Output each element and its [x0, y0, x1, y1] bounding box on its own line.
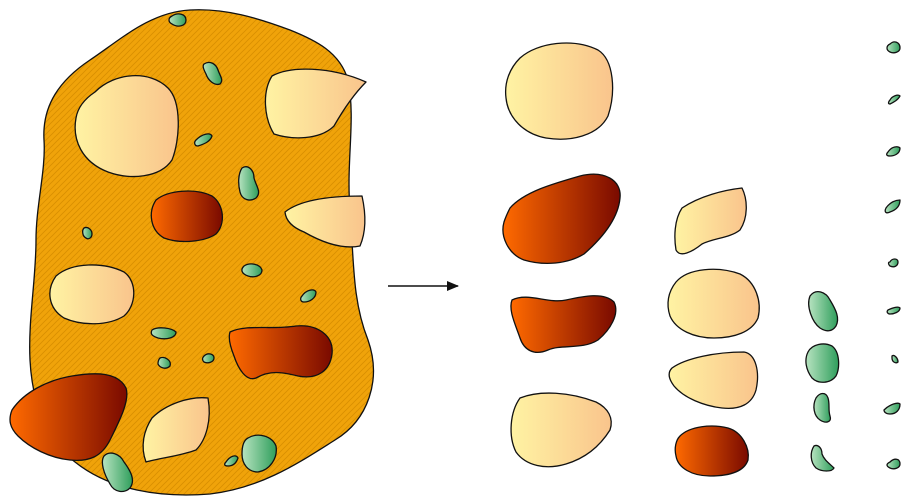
sorted-dark-grain [511, 296, 616, 353]
tiny-green-grain [887, 147, 900, 156]
embedded-dark-grain [229, 326, 332, 379]
tiny-green-grain [887, 42, 900, 53]
sorted-dark-grain [503, 174, 620, 263]
medium-grains-column [668, 188, 759, 476]
sorted-green-grain [809, 292, 838, 331]
embedded-green-grain [242, 264, 262, 277]
large-grains-column [503, 43, 620, 467]
tiny-green-grain [889, 259, 899, 267]
sorted-light-grain [506, 43, 613, 139]
tiny-green-grain [885, 200, 900, 213]
tiny-green-grain [892, 355, 898, 362]
embedded-green-grain [151, 328, 176, 339]
small-green-grains-column [806, 292, 839, 471]
tiny-green-grain [887, 307, 900, 314]
embedded-green-grain [83, 227, 92, 238]
embedded-green-grain [169, 14, 186, 26]
sorted-green-grain [811, 445, 834, 471]
sorted-light-grain [668, 269, 759, 338]
sorted-dark-grain [675, 426, 748, 476]
sorted-green-grain [814, 394, 830, 423]
embedded-dark-grain [151, 191, 222, 241]
sorted-light-grain [511, 393, 611, 467]
sorted-green-grain [806, 344, 839, 382]
embedded-light-grain [50, 265, 134, 324]
embedded-green-grain [203, 354, 215, 363]
sorted-light-grain [675, 188, 746, 254]
tiny-green-grain [884, 403, 900, 414]
sorted-light-grain [669, 352, 757, 408]
tiny-green-grain [889, 95, 901, 104]
tiny-grains-column [884, 42, 900, 469]
tiny-green-grain [887, 459, 900, 469]
rock-sample [10, 10, 373, 495]
